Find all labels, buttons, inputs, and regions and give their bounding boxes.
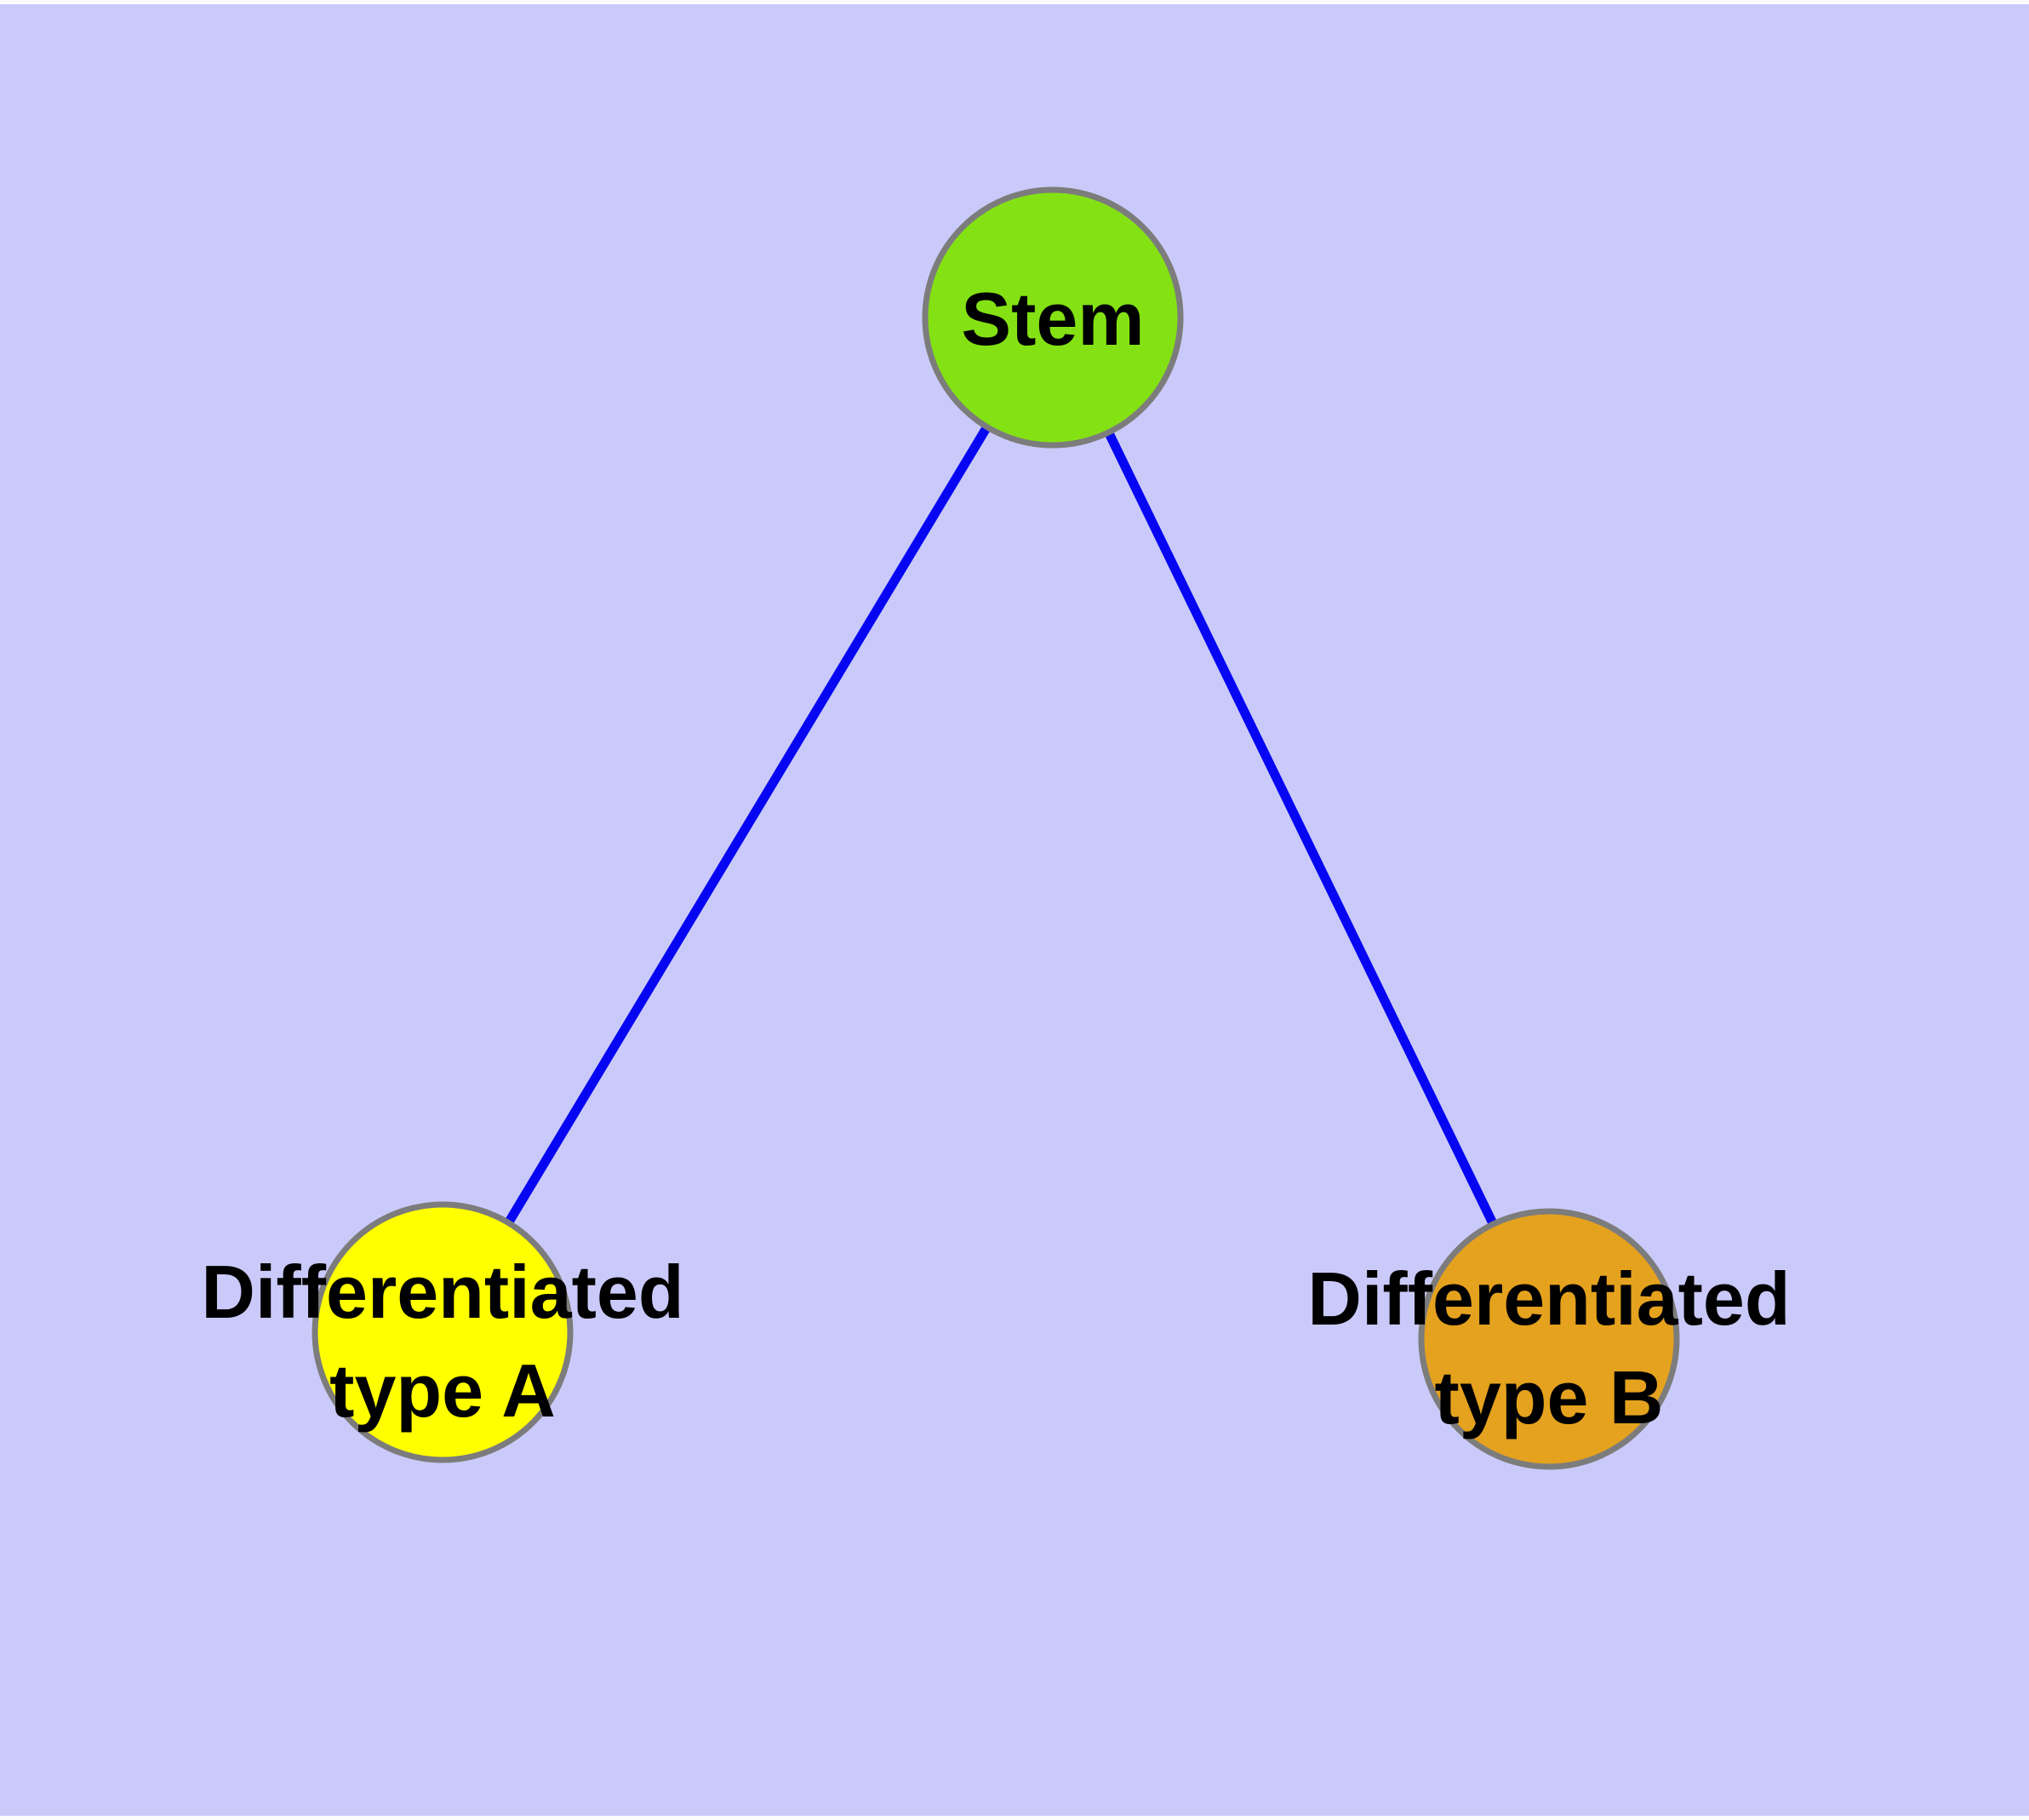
edge-stem-to-type-b bbox=[1049, 315, 1553, 1342]
node-type-a-circle bbox=[311, 1201, 574, 1463]
top-edge-strip bbox=[0, 0, 2029, 4]
node-stem-circle bbox=[922, 186, 1184, 449]
bottom-edge-strip bbox=[0, 1816, 2029, 1820]
node-stem-label: Stem bbox=[961, 277, 1144, 361]
node-type-b-label-line2: type B bbox=[1435, 1355, 1664, 1439]
edge-stem-to-type-a bbox=[438, 315, 1057, 1335]
node-type-a-label-line2: type A bbox=[329, 1348, 556, 1433]
node-type-b-circle bbox=[1418, 1208, 1680, 1470]
node-type-a-label-line1: Differentiated bbox=[201, 1250, 683, 1334]
node-type-b-label-line1: Differentiated bbox=[1307, 1256, 1790, 1341]
